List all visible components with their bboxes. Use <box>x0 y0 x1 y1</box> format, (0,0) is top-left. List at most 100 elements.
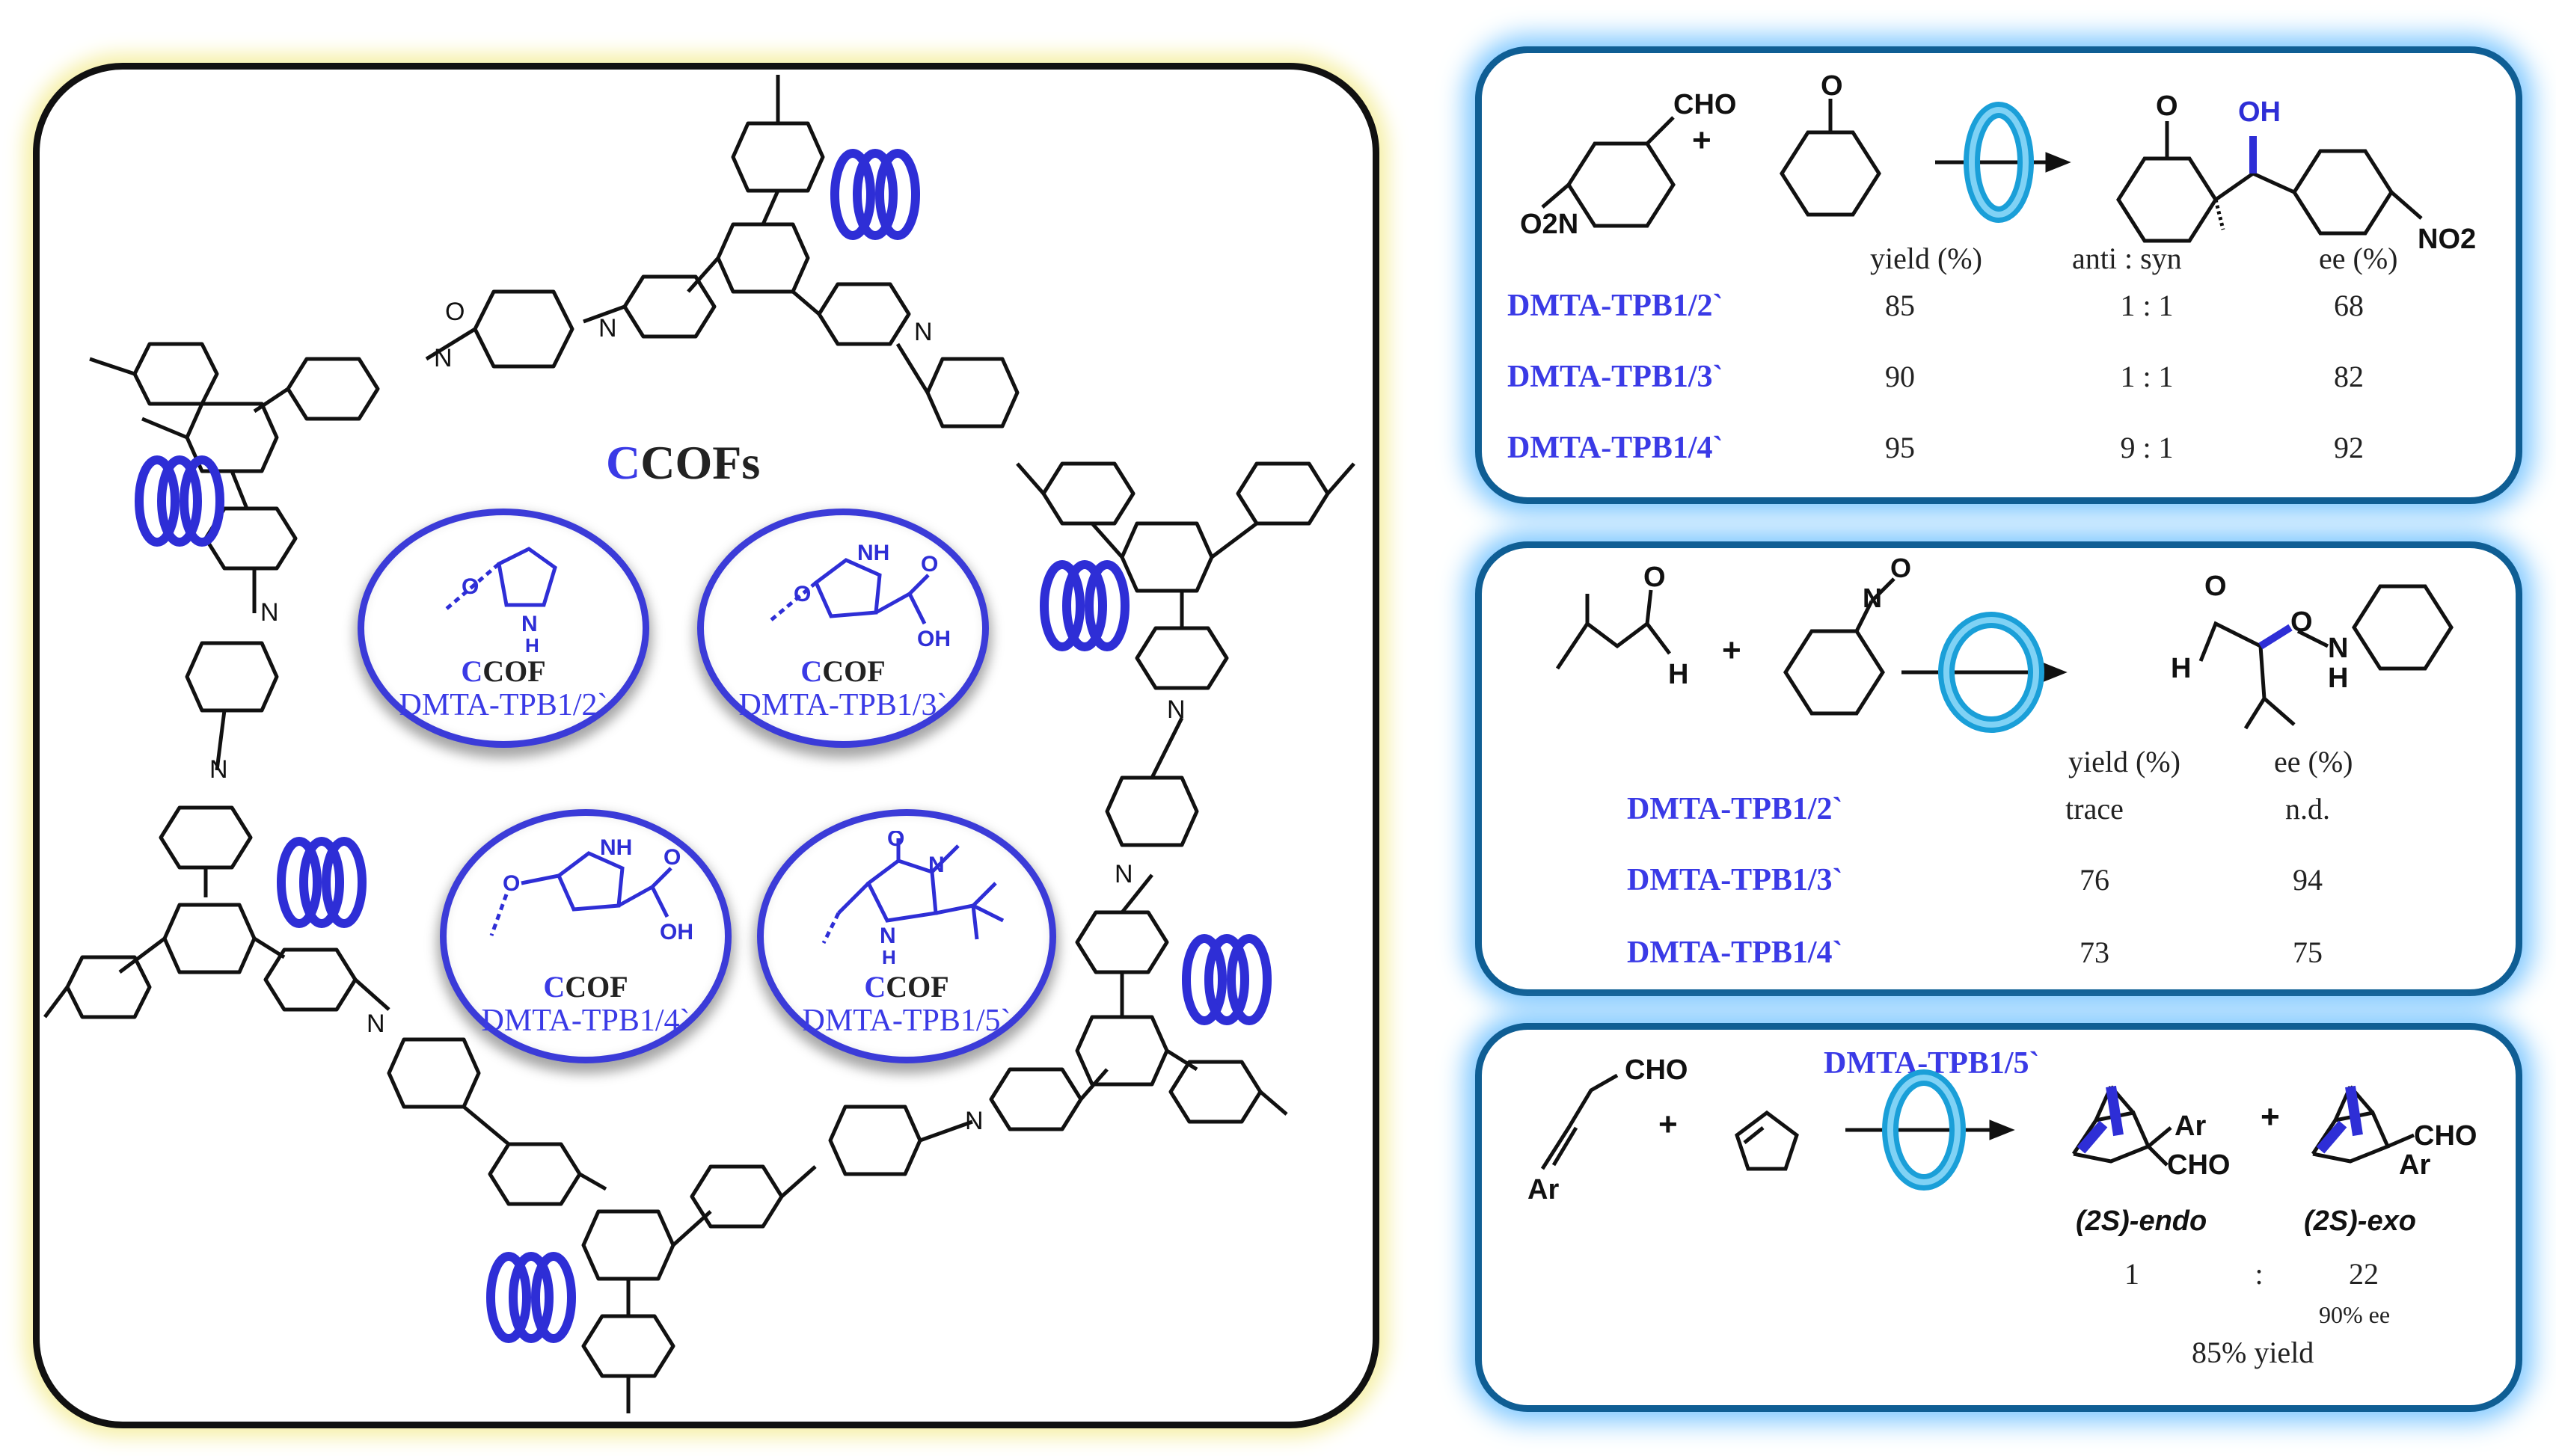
phenyl-ring <box>581 1314 675 1378</box>
imine-n-label: N <box>260 598 279 627</box>
o-label: O <box>663 845 681 870</box>
framework-backbone <box>43 75 1355 1413</box>
ee-note: 90% ee <box>2319 1301 2391 1328</box>
imine-n-label: N <box>434 344 453 372</box>
aminoxylation-catalyst: DMTA-TPB1/3` <box>1627 863 1843 897</box>
phenyl-ring <box>731 121 825 193</box>
catalyst-name: DMTA-TPB1/5` <box>802 1004 1011 1038</box>
central-ring-lower-right <box>1075 1015 1169 1087</box>
o-label: O <box>503 871 520 896</box>
dmta-ring <box>387 1037 481 1109</box>
endo-label: (2S)-endo <box>2076 1205 2207 1237</box>
ratio-exo: 22 <box>2349 1257 2379 1291</box>
aldehyde-o-label: O <box>1643 562 1666 593</box>
prolinol-structure: N H O <box>445 547 557 654</box>
nh-label: N <box>521 612 538 636</box>
phenyl-ring <box>488 1142 582 1206</box>
phenyl-ring <box>989 1067 1083 1131</box>
phenyl-ring <box>132 342 219 406</box>
alkene-highlight <box>2316 1120 2347 1154</box>
ccof-label: CCOF <box>543 970 628 1004</box>
o-label: O <box>887 831 904 851</box>
imine-n-label: N <box>1115 860 1133 888</box>
plus-sign: + <box>1658 1106 1678 1143</box>
phenyl-ring <box>286 357 380 421</box>
exo-label: (2S)-exo <box>2304 1205 2416 1237</box>
product-n-label: N <box>2328 633 2348 664</box>
aminoxylation-scheme: O H + N O O H O N H <box>1555 553 2454 733</box>
catalyst-circle-3: NH O OH O CCOF DMTA-TPB1/4` <box>440 809 732 1063</box>
aldol-ratio: 1 : 1 <box>2120 360 2174 393</box>
helix-icon <box>1182 934 1272 1025</box>
ccof-label: CCOF <box>461 654 546 688</box>
hydroxyproline-ether-structure: NH O OH O <box>489 835 693 944</box>
aldol-ratio: 1 : 1 <box>2120 289 2174 322</box>
phenyl-ring <box>1236 461 1330 526</box>
no2-label: NO2 <box>2418 224 2476 255</box>
aldol-yield: 90 <box>1885 360 1915 393</box>
methoxy-label: O <box>445 298 465 326</box>
ratio-separator: : <box>2255 1257 2264 1291</box>
o-label: O <box>794 582 811 606</box>
aldol-ee: 82 <box>2334 360 2364 393</box>
exo-ar-label: Ar <box>2399 1149 2430 1181</box>
nh-label: NH <box>600 835 632 860</box>
phenyl-ring <box>690 1164 784 1229</box>
aminoxylation-yield: 73 <box>2080 936 2109 969</box>
aldol-catalyst: DMTA-TPB1/4` <box>1507 431 1723 465</box>
central-ring-lower-left <box>162 903 257 974</box>
yield-note: 85% yield <box>2192 1336 2314 1369</box>
aldol-header-yield: yield (%) <box>1870 242 1982 275</box>
product-nh-label: H <box>2328 663 2348 694</box>
oh-label: OH <box>660 920 693 944</box>
ccofs-title: CCOFs <box>606 436 761 489</box>
aminoxylation-catalyst: DMTA-TPB1/2` <box>1627 792 1843 826</box>
ccof-label: CCOF <box>864 970 949 1004</box>
cho-label: CHO <box>1673 89 1736 120</box>
plus-sign: + <box>1722 632 1741 669</box>
catalyst-name: DMTA-TPB1/2` <box>399 688 608 722</box>
n-label: N <box>880 924 896 948</box>
o2n-label: O2N <box>1520 209 1578 240</box>
aldol-catalyst: DMTA-TPB1/3` <box>1507 360 1723 394</box>
ar-label: Ar <box>1527 1174 1559 1205</box>
phenyl-ring <box>817 282 911 346</box>
oh-label: OH <box>2238 96 2281 128</box>
o-label: O <box>462 574 479 599</box>
dmta-ring <box>828 1105 922 1176</box>
phenyl-ring <box>65 955 152 1019</box>
aldol-yield: 95 <box>1885 431 1915 464</box>
dmta-ring <box>1105 775 1199 847</box>
helix-icon <box>135 455 224 547</box>
product-o-label: O <box>2204 571 2227 602</box>
dmta-ring <box>185 641 279 713</box>
catalyst-circle-2: NH O OH O CCOF DMTA-TPB1/3` <box>697 509 989 748</box>
rotation-icon <box>1964 102 2034 223</box>
hydroxyproline-structure: NH O OH O <box>770 541 951 651</box>
dmta-ring <box>925 357 1020 428</box>
n-label: N <box>928 853 945 877</box>
aldol-ee: 92 <box>2334 431 2364 464</box>
phenyl-ring <box>159 805 253 870</box>
imine-n-label: N <box>598 314 617 343</box>
o-label: O <box>921 552 938 577</box>
catalyst-name: DMTA-TPB1/3` <box>738 688 948 722</box>
product-h-label: H <box>2171 653 2191 684</box>
phenyl-ring <box>1075 910 1169 974</box>
stereo-wedge <box>2258 624 2293 650</box>
ratio-endo: 1 <box>2124 1257 2139 1291</box>
aldol-catalyst: DMTA-TPB1/2` <box>1507 289 1723 323</box>
ccof-label: CCOF <box>800 654 886 688</box>
aldol-ee: 68 <box>2334 289 2364 322</box>
aminoxylation-header-ee: ee (%) <box>2274 745 2353 778</box>
nitroso-o-label: O <box>1890 553 1911 583</box>
aldehyde-h-label: H <box>1668 659 1688 690</box>
aldol-yield: 85 <box>1885 289 1915 322</box>
nh-label: NH <box>857 541 889 565</box>
aminoxylation-yield: 76 <box>2080 863 2109 897</box>
imine-n-label: N <box>1167 695 1186 724</box>
plus-sign: + <box>1692 122 1711 159</box>
helix-icon <box>486 1252 576 1343</box>
imine-n-label: N <box>209 755 228 784</box>
aminoxylation-ee: n.d. <box>2285 792 2330 826</box>
